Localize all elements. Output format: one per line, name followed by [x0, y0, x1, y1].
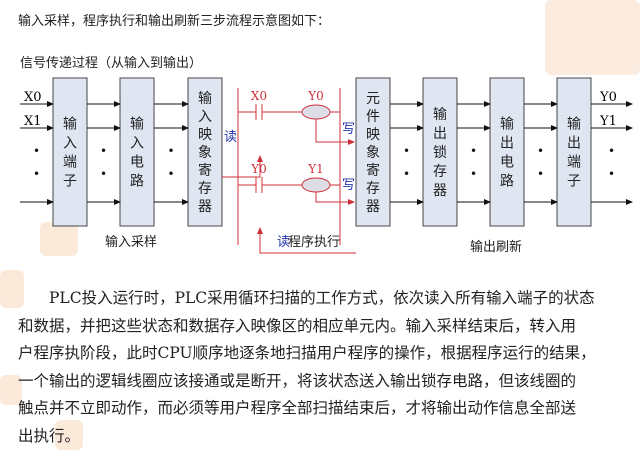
- write-label: 写: [342, 178, 355, 193]
- stage-label: 输入采样: [105, 234, 157, 250]
- input-label-x0: X0: [24, 90, 42, 105]
- block-label: 件: [366, 109, 380, 125]
- block-label: 子: [567, 174, 581, 190]
- intro-text: 输入采样，程序执行和输出刷新三步流程示意图如下：: [18, 14, 331, 29]
- block-label: 入: [130, 136, 144, 152]
- block-label: 输: [130, 117, 144, 133]
- watermark-stamp: [0, 270, 24, 308]
- ellipsis-dot: •: [100, 144, 107, 158]
- block-label: 路: [500, 174, 514, 190]
- coil-icon: [301, 104, 331, 120]
- stage-label: 输出刷新: [470, 239, 522, 255]
- block-box: [52, 77, 88, 227]
- diagram-subtitle: 信号传递过程（从输入到输出）: [20, 56, 203, 71]
- contact-label: X0: [251, 89, 267, 103]
- ellipsis-dot: •: [470, 144, 477, 158]
- block-label: 存: [433, 164, 447, 180]
- block-label: 输: [567, 117, 581, 133]
- block-label: 象: [198, 145, 212, 161]
- block-box: [489, 77, 525, 227]
- paragraph-line: 一个输出的逻辑线圈应该接通或是断开，将该状态送入输出锁存电路，但该线圈的: [18, 371, 577, 390]
- ellipsis-dot: •: [608, 144, 615, 158]
- read-label: 读: [277, 235, 290, 250]
- block-label: 存: [198, 181, 212, 197]
- block-label: 器: [198, 199, 212, 215]
- ellipsis-dot: •: [167, 144, 174, 158]
- ellipsis-dot: •: [608, 167, 615, 181]
- description-paragraph: PLC投入运行时，PLC采用循环扫描的工作方式，依次读入所有输入端子的状态 和数…: [18, 285, 628, 450]
- stage-label: 程序执行: [288, 235, 340, 250]
- block-label: 元: [366, 91, 380, 107]
- watermark-stamp: [40, 222, 78, 256]
- input-label-x1: X1: [24, 114, 42, 129]
- read-arrow: [222, 155, 263, 178]
- ellipsis-dot: •: [537, 144, 544, 158]
- paragraph-line: 和数据，并把这些状态和数据存入映像区的相应单元内。输入采样结束后，转入用: [18, 316, 577, 335]
- read-label: 读: [224, 130, 237, 145]
- block-label: 子: [63, 174, 77, 190]
- watermark-logo: [545, 0, 640, 75]
- block-label: 寄: [198, 162, 212, 179]
- ellipsis-dot: •: [403, 144, 410, 158]
- ellipsis-dot: •: [100, 167, 107, 181]
- paragraph-line: 出执行。: [18, 426, 81, 445]
- block-label: 路: [130, 174, 144, 190]
- ellipsis-dot: •: [33, 144, 40, 158]
- block-label: 入: [63, 136, 77, 152]
- watermark-stamp: [0, 375, 22, 405]
- coil-label: Y0: [307, 89, 324, 103]
- block-box: [119, 77, 155, 227]
- block-box: [422, 77, 458, 227]
- coil-label: Y1: [307, 162, 324, 176]
- write-label: 写: [342, 122, 355, 137]
- ellipsis-dot: •: [537, 167, 544, 181]
- ellipsis-dot: •: [33, 167, 40, 181]
- output-label-y1: Y1: [599, 114, 617, 129]
- block-label: 映: [366, 127, 380, 143]
- write-arrow: [315, 119, 355, 145]
- block-label: 器: [433, 183, 447, 199]
- output-label-y0: Y0: [599, 90, 617, 105]
- block-label: 出: [433, 126, 447, 142]
- block-box: [556, 77, 592, 227]
- paragraph-line: PLC投入运行时，PLC采用循环扫描的工作方式，依次读入所有输入端子的状态: [49, 289, 595, 307]
- block-label: 入: [198, 109, 212, 125]
- read-arrow: [257, 227, 356, 254]
- block-label: 出: [567, 136, 581, 152]
- block-label: 端: [63, 155, 77, 171]
- block-label: 端: [567, 155, 581, 171]
- block-label: 锁: [433, 145, 447, 161]
- paragraph-line: 户程序执阶段，此时CPU顺序地逐条地扫描用户程序的操作，根据程序运行的结果，: [18, 344, 596, 362]
- block-box: [355, 77, 391, 227]
- block-box: [187, 77, 223, 227]
- block-label: 出: [500, 136, 514, 152]
- block-label: 电: [130, 155, 144, 171]
- block-label: 映: [198, 127, 212, 143]
- block-label: 器: [366, 199, 380, 215]
- paragraph-line: 触点并不立即动作，而必须等用户程序全部扫描结束后，才将输出动作信息全部送: [18, 399, 577, 417]
- block-label: 电: [500, 155, 514, 171]
- block-label: 存: [366, 181, 380, 197]
- ellipsis-dot: •: [470, 167, 477, 181]
- block-label: 输: [63, 117, 77, 133]
- write-arrow: [315, 192, 355, 205]
- block-label: 输: [500, 117, 514, 133]
- block-label: 输: [198, 91, 212, 107]
- block-label: 输: [433, 107, 447, 123]
- block-label: 寄: [366, 162, 380, 179]
- watermark-stamp: [55, 420, 83, 450]
- ellipsis-dot: •: [167, 167, 174, 181]
- ellipsis-dot: •: [403, 167, 410, 181]
- coil-icon: [301, 177, 331, 193]
- block-label: 象: [366, 145, 380, 161]
- contact-label: Y0: [250, 162, 267, 176]
